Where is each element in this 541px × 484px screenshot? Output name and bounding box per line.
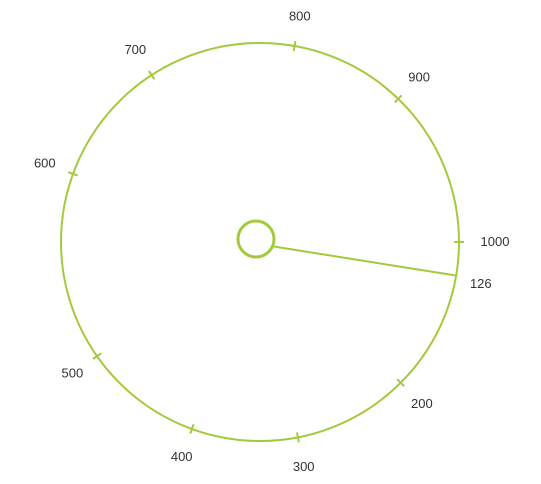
tick-label-200: 200 [411, 396, 433, 411]
tick-label-800: 800 [289, 9, 311, 24]
tick-mark-600 [67, 171, 79, 177]
tick-mark-500 [92, 352, 102, 360]
tick-label-300: 300 [293, 459, 315, 474]
tick-label-500: 500 [62, 365, 84, 380]
tick-label-1000: 1000 [481, 234, 510, 249]
tick-mark-900 [394, 94, 403, 104]
tick-labels: 200 300 400 500 600 700 800 900 1000 [34, 9, 510, 474]
tick-label-600: 600 [34, 156, 56, 171]
tick-mark-400 [189, 423, 195, 435]
needle-hub [236, 219, 276, 259]
tick-label-900: 900 [408, 69, 430, 84]
tick-mark-300 [296, 432, 300, 443]
tick-label-400: 400 [171, 449, 193, 464]
gauge-needle [273, 245, 456, 277]
tick-label-700: 700 [124, 42, 146, 57]
tick-mark-700 [148, 70, 156, 80]
tick-mark-200 [396, 378, 405, 387]
tick-mark-800 [292, 40, 297, 52]
needle-value-label: 126 [470, 276, 492, 291]
tick-marks [67, 40, 464, 443]
